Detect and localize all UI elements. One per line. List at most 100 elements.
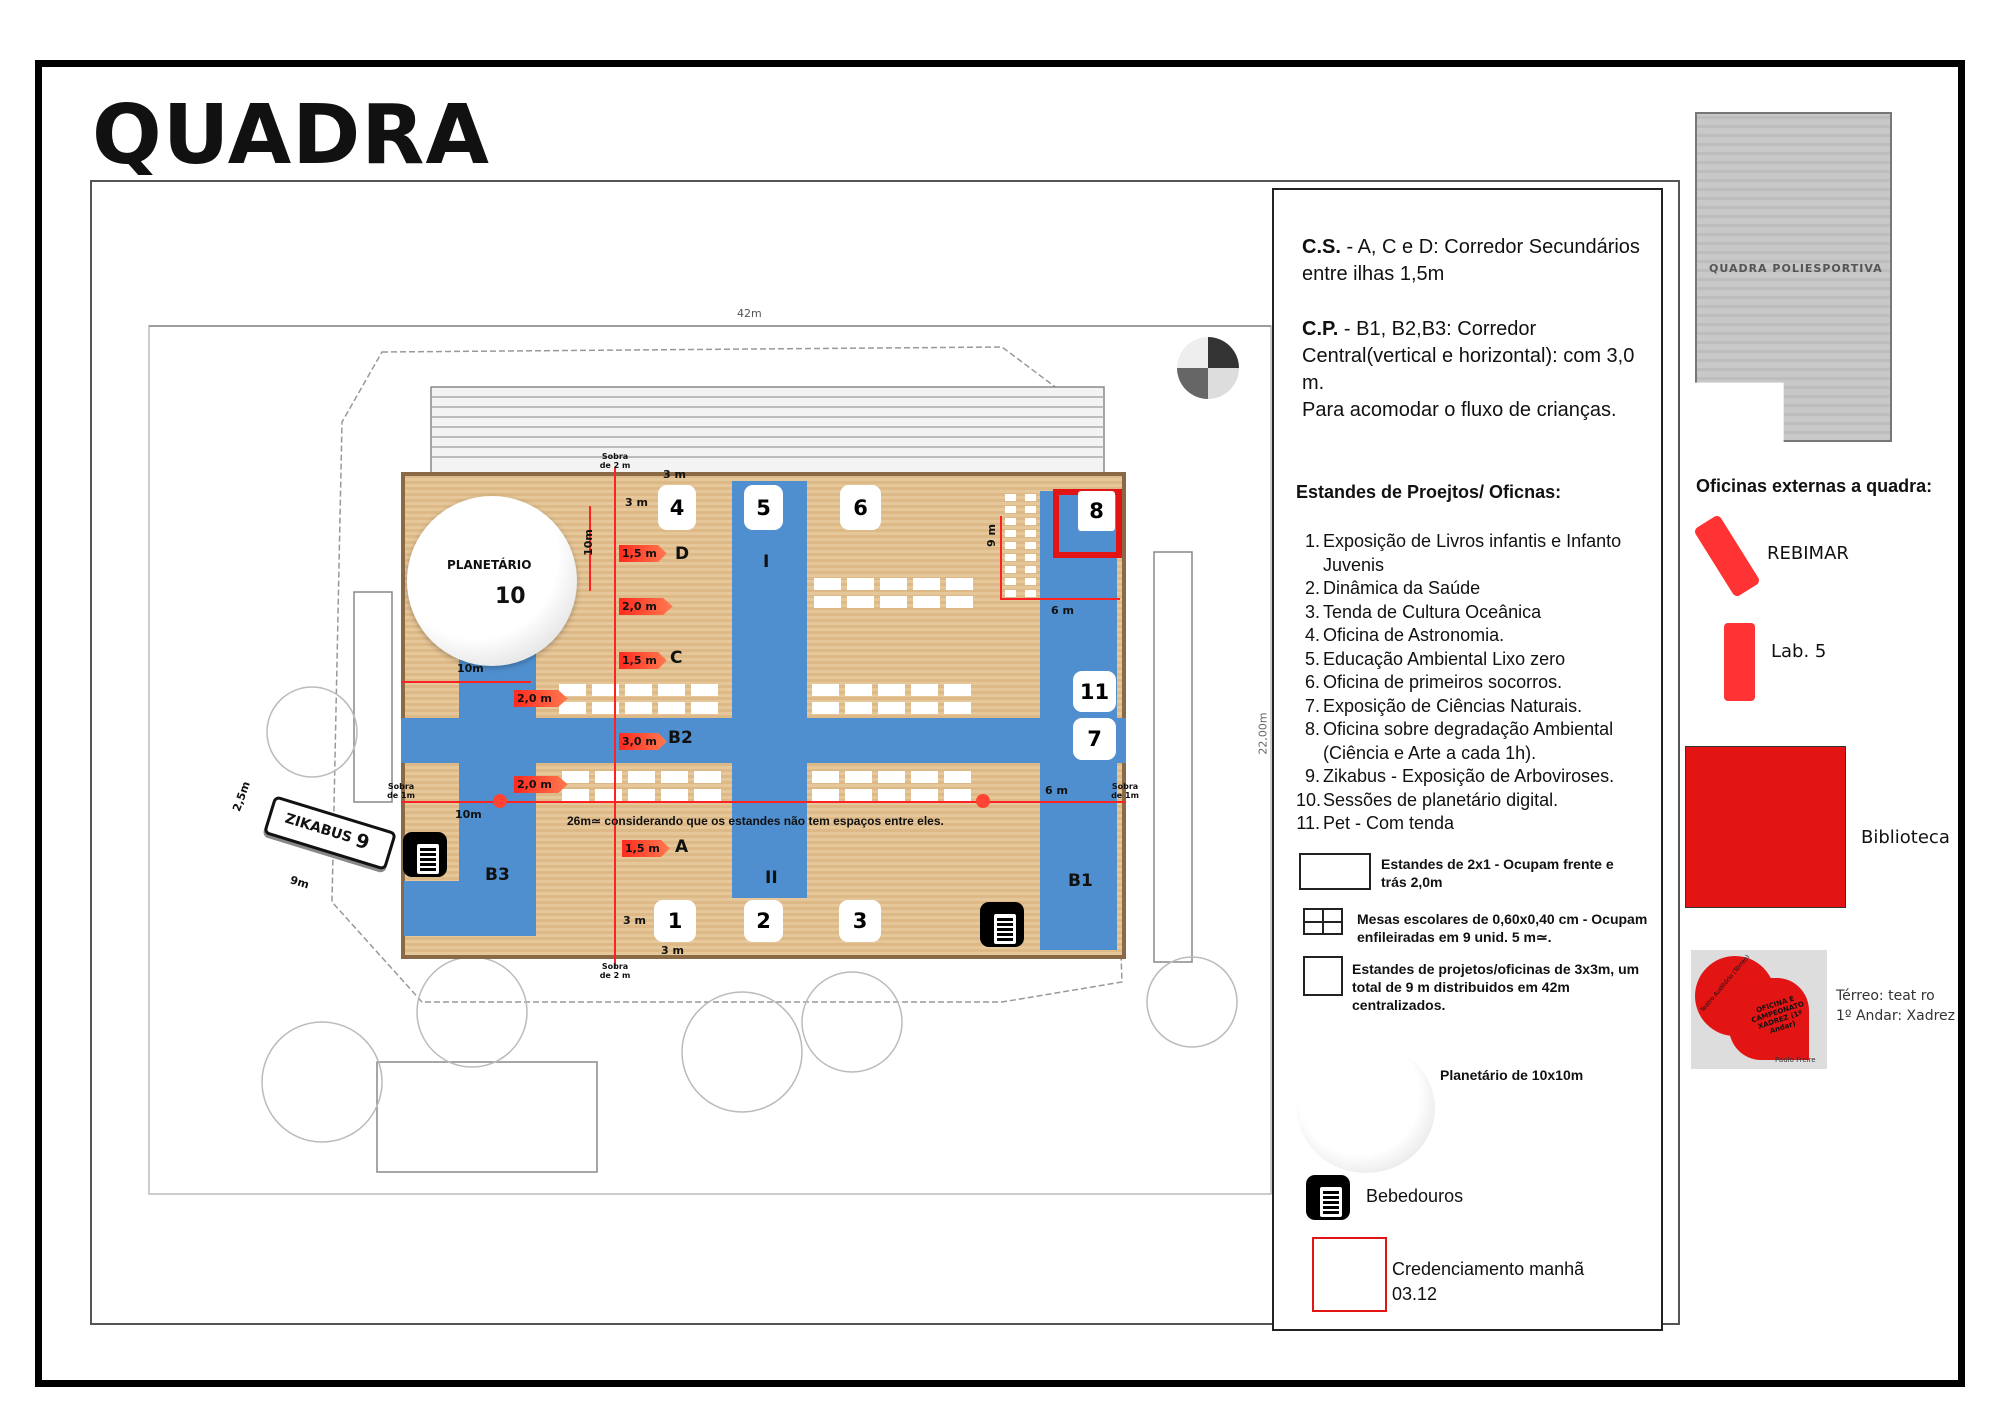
water-fountain-icon: [403, 832, 447, 877]
sobra-bottom: Sobra de 2 m: [599, 962, 631, 980]
school-desk: [1025, 578, 1036, 585]
school-desk: [691, 702, 718, 714]
school-desk: [845, 684, 872, 696]
stand-list-item: 10.Sessões de planetário digital.: [1296, 789, 1559, 810]
school-desk: [1005, 590, 1016, 597]
width-tag: 3,0 m: [619, 733, 667, 750]
school-desk: [1025, 542, 1036, 549]
key-3x3-swatch: [1303, 956, 1343, 996]
school-desk: [559, 702, 586, 714]
dim-10m: 10m: [455, 808, 482, 821]
school-desk: [1005, 566, 1016, 573]
stand-1[interactable]: 1: [654, 900, 696, 942]
school-desk: [944, 702, 971, 714]
stand-8[interactable]: 8: [1078, 491, 1115, 531]
stand-3[interactable]: 3: [839, 900, 881, 942]
lab5-marker[interactable]: [1724, 623, 1755, 701]
dim-10m: 10m: [581, 529, 595, 556]
dim-3m: 3 m: [623, 914, 646, 927]
stand-list-item: 11.Pet - Com tenda: [1296, 813, 1455, 833]
corridor-label-II: II: [765, 868, 778, 888]
teatro-xadrez-image[interactable]: Teatro Auditório (Térreo) OFICINA E CAMP…: [1691, 950, 1827, 1069]
stand-6[interactable]: 6: [840, 485, 881, 530]
key-credenciamento-swatch: [1312, 1237, 1387, 1312]
school-desk: [628, 789, 655, 801]
stands-heading: Estandes de Proejtos/ Oficnas:: [1296, 482, 1562, 502]
key-3x3-text: Estandes de projetos/oficinas de 3x3m, u…: [1352, 961, 1640, 1013]
legend-cs: C.S. - A, C e D: Corredor Secundários en…: [1302, 236, 1640, 285]
school-desk: [814, 596, 841, 608]
school-desk: [694, 789, 721, 801]
stand-list-item: 4. Oficina de Astronomia.: [1304, 625, 1505, 645]
corridor-label-B2: B2: [668, 728, 693, 748]
compass-icon: [1177, 337, 1239, 399]
school-desk: [847, 578, 874, 590]
school-desk: [814, 578, 841, 590]
dim-6m: 6 m: [1051, 604, 1074, 617]
school-desk: [1025, 530, 1036, 537]
planetario[interactable]: PLANETÁRIO 10: [407, 496, 577, 666]
school-desk: [911, 702, 938, 714]
school-desk: [913, 578, 940, 590]
dim-9m: 9 m: [984, 524, 998, 547]
school-desk: [595, 771, 622, 783]
school-desk: [880, 578, 907, 590]
school-desk: [691, 684, 718, 696]
dim-42m: 42m: [737, 307, 762, 320]
stand-5[interactable]: 5: [744, 485, 783, 530]
stand-list-item: 3.Tenda de Cultura Oceânica: [1304, 601, 1542, 622]
page-border: [35, 60, 1965, 1387]
school-desk: [661, 771, 688, 783]
school-desk: [911, 684, 938, 696]
dim-6m: 6 m: [1045, 784, 1068, 797]
note-26m: 26m≃ considerando que os estandes não te…: [567, 814, 944, 828]
school-desk: [911, 771, 938, 783]
stand-7[interactable]: 7: [1073, 718, 1116, 760]
dim-line-9m: [1000, 516, 1002, 598]
dim-3m: 3 m: [625, 496, 648, 509]
external-heading: Oficinas externas a quadra:: [1696, 476, 1933, 496]
stand-2[interactable]: 2: [744, 900, 783, 942]
school-desk: [694, 771, 721, 783]
school-desk: [812, 771, 839, 783]
stand-list-item: 7.Exposição de Ciências Naturais.: [1304, 695, 1583, 716]
school-desk: [845, 702, 872, 714]
school-desk: [911, 789, 938, 801]
court-floor: PLANETÁRIO 10 4 5 6 8 11 7 1 2 3 D C B2 …: [387, 452, 1139, 980]
marker-dot: [493, 794, 507, 808]
sobra-top: Sobra de 2 m: [599, 452, 631, 470]
marker-dot: [976, 794, 990, 808]
school-desk: [1025, 494, 1036, 501]
corridor-I-II: [732, 481, 807, 898]
school-desk: [625, 702, 652, 714]
school-desk: [592, 684, 619, 696]
school-desk: [1025, 590, 1036, 597]
stand-4[interactable]: 4: [658, 485, 696, 530]
school-desk: [1005, 494, 1016, 501]
corridor-label-I: I: [763, 552, 770, 572]
corridor-label-C: C: [670, 648, 683, 668]
key-bebedouros-text: Bebedouros: [1366, 1186, 1464, 1206]
school-desk: [661, 789, 688, 801]
rebimar-label: REBIMAR: [1767, 543, 1849, 564]
school-desk: [946, 578, 973, 590]
school-desk: [559, 684, 586, 696]
stand-list-item: 8.Oficina sobre degradação Ambiental (Ci…: [1304, 719, 1614, 763]
dim-side: 22,00m: [1256, 712, 1270, 755]
width-tag: 2,0 m: [619, 598, 673, 615]
width-tag: 2,0 m: [514, 776, 568, 793]
stand-11[interactable]: 11: [1073, 671, 1116, 712]
corridor-label-B3: B3: [485, 865, 510, 885]
sobra-left: Sobra de 1m: [387, 782, 415, 800]
dim-line-horizontal: [401, 801, 1126, 803]
school-desk: [1025, 554, 1036, 561]
stand-list-item: 9.Zikabus - Exposição de Arboviroses.: [1304, 766, 1615, 786]
dim-line-10m: [589, 506, 591, 591]
school-desk: [1025, 518, 1036, 525]
legend-cp-note: Para acomodar o fluxo de crianças.: [1302, 399, 1617, 421]
biblioteca-marker[interactable]: [1685, 746, 1846, 908]
school-desk: [562, 771, 589, 783]
school-desk: [913, 596, 940, 608]
corridor-label-A: A: [675, 837, 689, 857]
school-desk: [628, 771, 655, 783]
